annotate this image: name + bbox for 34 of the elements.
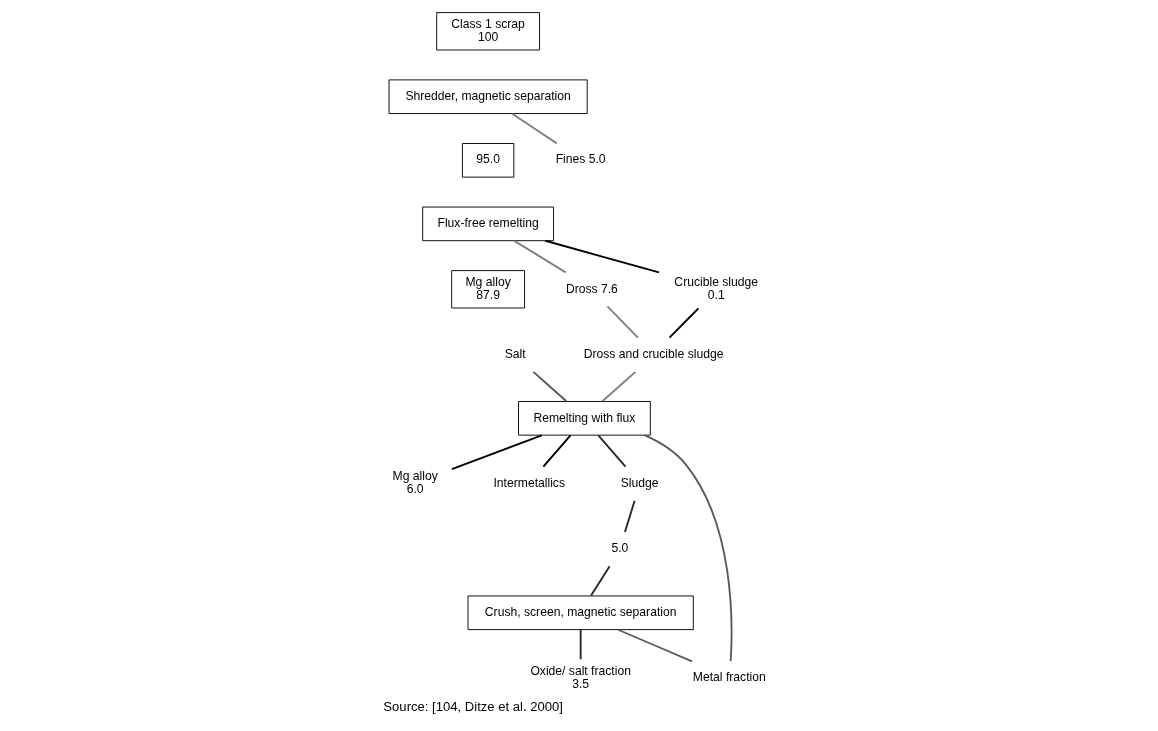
node-box: Shredder, magnetic separation — [388, 79, 588, 115]
connector — [531, 370, 567, 403]
node-text: Crucible sludge 0.1 — [673, 274, 758, 303]
connector — [616, 628, 693, 663]
node-box: Class 1 scrap 100 — [435, 12, 540, 51]
node-text: Dross and crucible sludge — [583, 346, 723, 361]
node-text: Oxide/ salt fraction 3.5 — [529, 663, 631, 691]
node-text: Intermetallics — [492, 475, 565, 490]
node-box: Mg alloy 87.9 — [450, 270, 525, 309]
connector — [623, 499, 636, 533]
connector — [512, 239, 567, 274]
node-text: Mg alloy 6.0 — [392, 469, 438, 497]
connector — [606, 305, 639, 339]
connector — [589, 565, 611, 597]
connector — [541, 434, 571, 468]
connector — [543, 239, 660, 274]
node-text: Dross 7.6 — [565, 281, 618, 296]
node-text: Sludge — [620, 475, 658, 490]
node-box: Remelting with flux — [517, 401, 651, 436]
node-box: 95.0 — [461, 143, 514, 178]
connector — [601, 370, 636, 403]
node-box: Crush, screen, magnetic separation — [467, 595, 694, 631]
connector — [643, 434, 732, 663]
connector — [668, 307, 699, 339]
connector — [596, 434, 626, 468]
connector — [450, 434, 543, 470]
connector — [510, 112, 558, 145]
connector — [579, 628, 582, 661]
node-text: Salt — [504, 346, 526, 361]
caption: Source: [104, Ditze et al. 2000] — [382, 699, 563, 715]
node-text: 5.0 — [610, 541, 628, 556]
node-box: Flux-free remelting — [421, 206, 554, 242]
node-text: Fines 5.0 — [555, 152, 606, 167]
node-text: Metal fraction — [692, 670, 766, 685]
